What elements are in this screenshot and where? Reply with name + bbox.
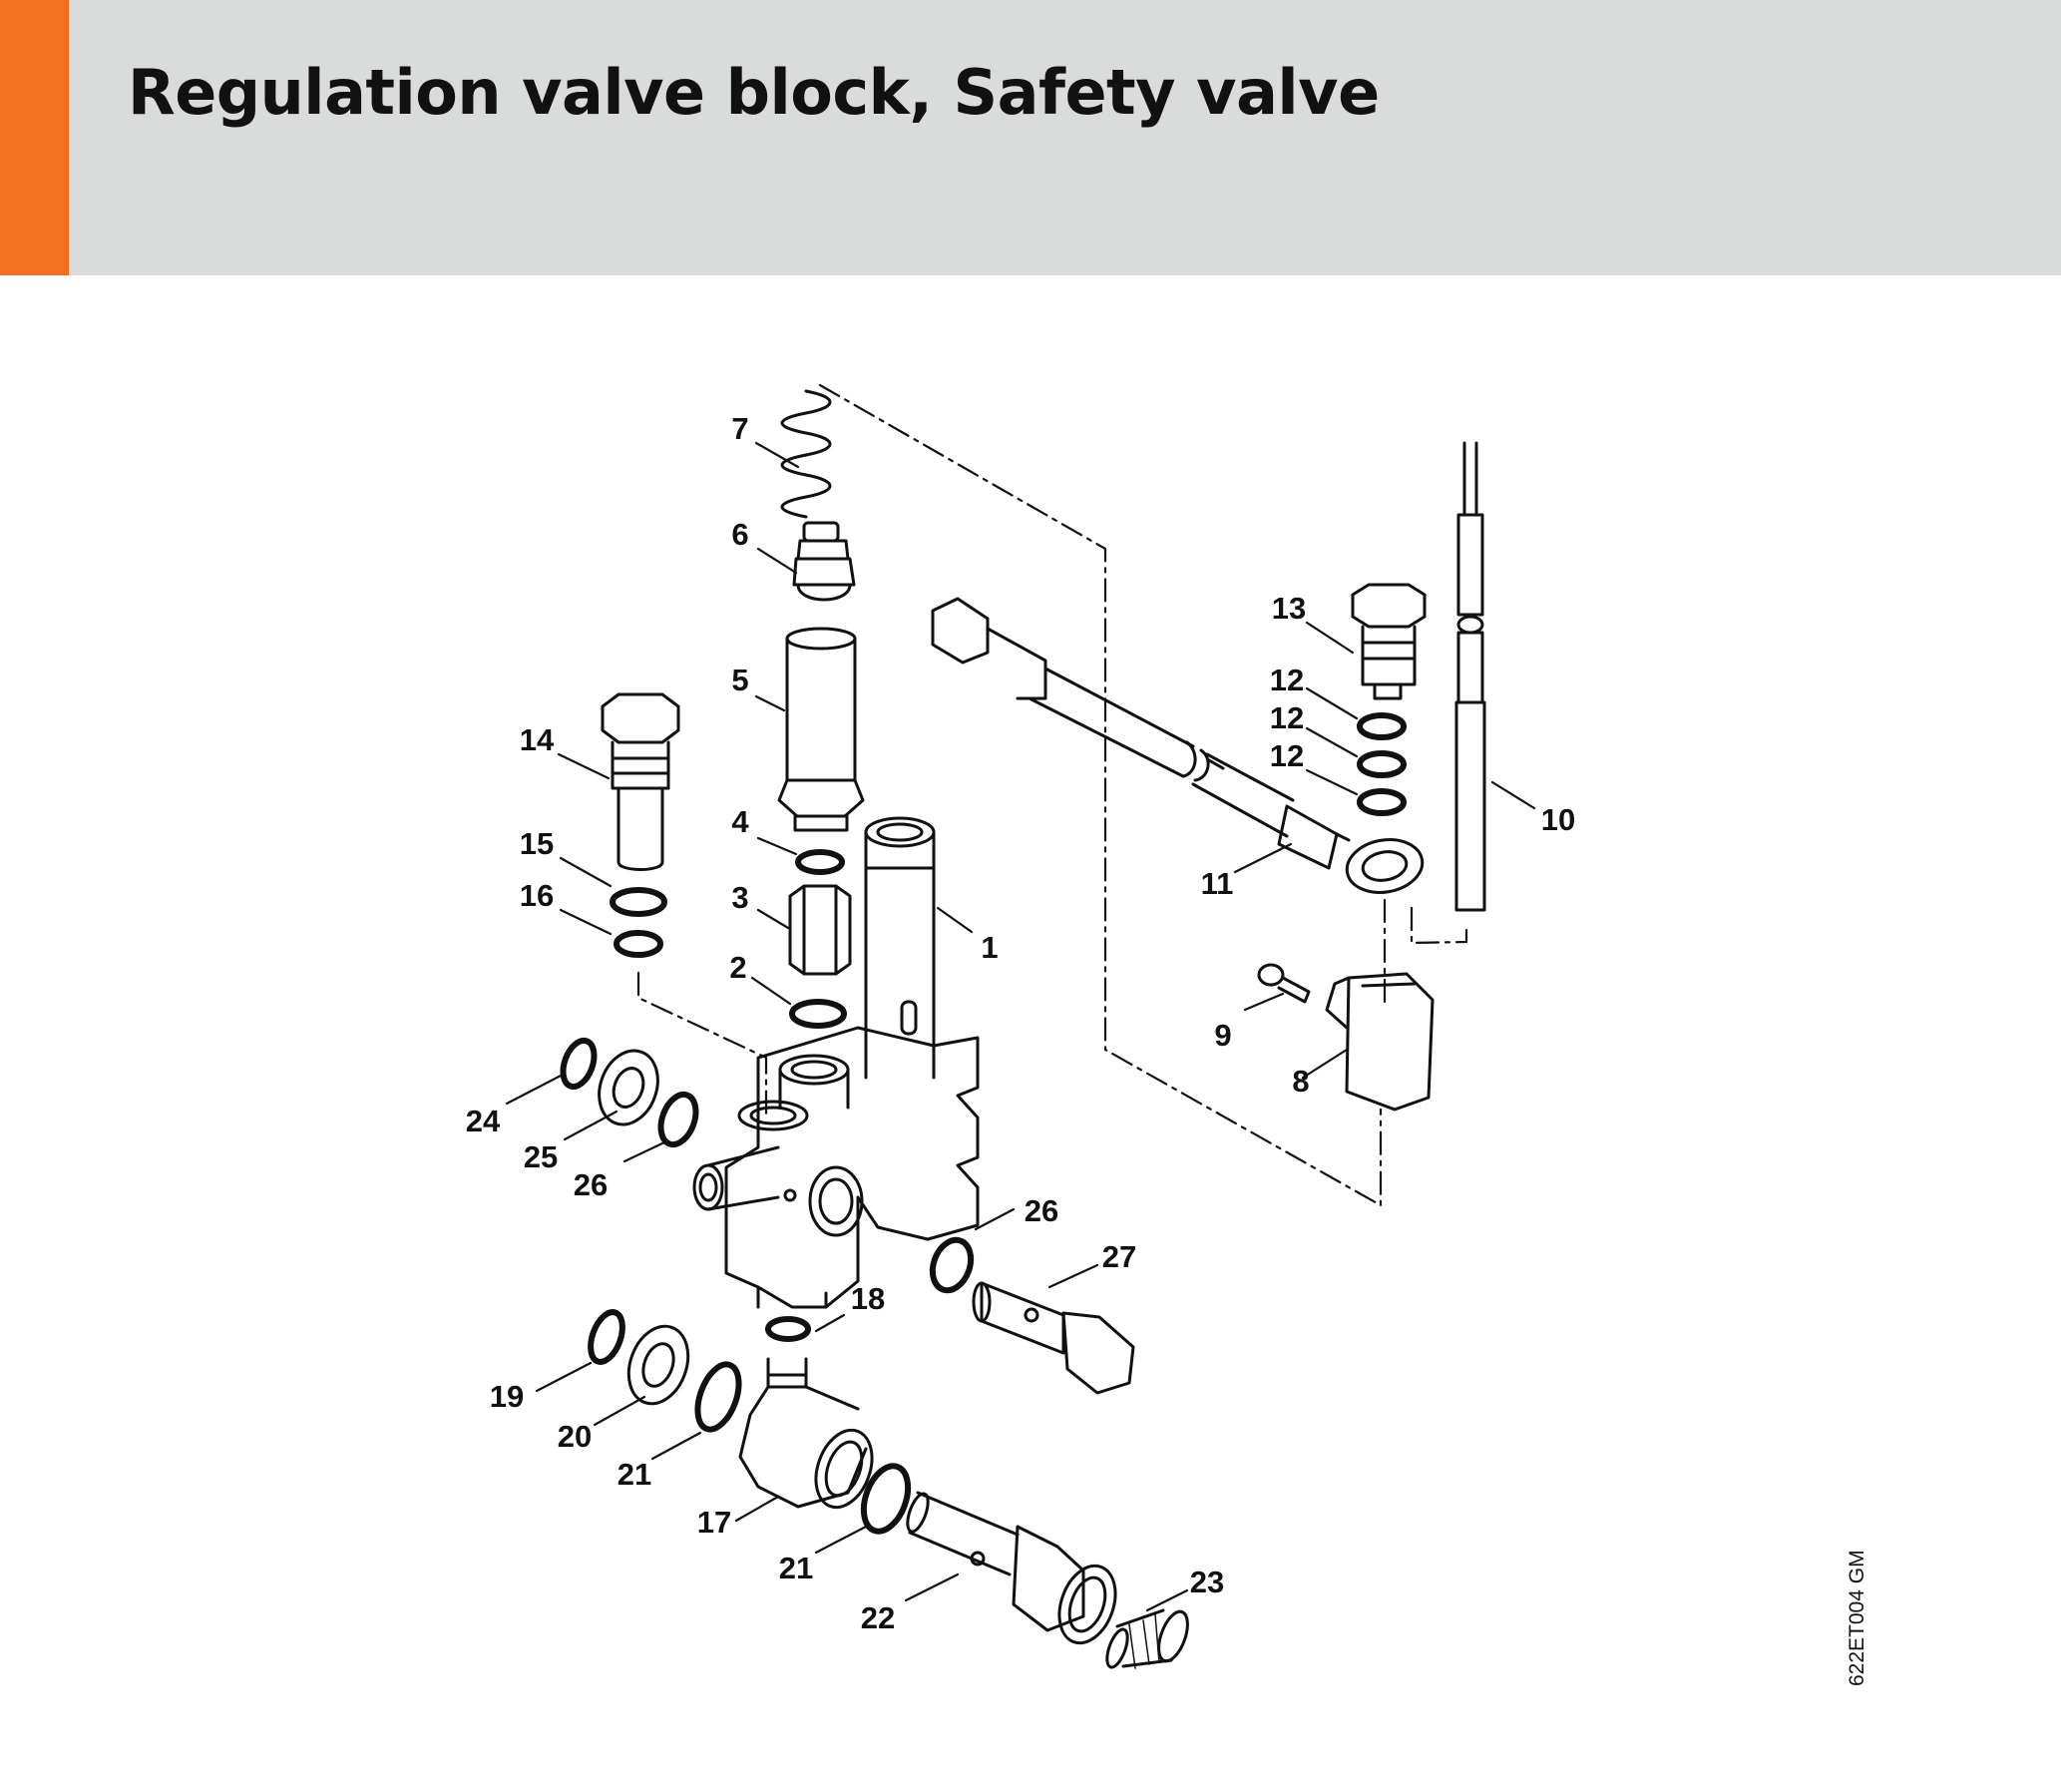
part-12-o-rings <box>1357 712 1407 816</box>
part-25-washer <box>598 1049 659 1126</box>
callout-2: 2 <box>729 950 746 985</box>
part-1-valve-block <box>692 816 980 1309</box>
part-13-plug <box>1351 583 1427 700</box>
part-14-plug <box>601 692 680 871</box>
part-27-banjo-bolt <box>972 1281 1135 1395</box>
assembly-centerlines <box>636 383 1468 1207</box>
callout-22: 22 <box>861 1600 895 1635</box>
part-20-washer <box>626 1324 690 1406</box>
part-2-o-ring <box>789 999 847 1029</box>
part-26-o-ring-right <box>929 1236 975 1294</box>
part-16-o-ring <box>614 930 663 958</box>
callout-23: 23 <box>1190 1565 1224 1599</box>
callout-25: 25 <box>524 1139 558 1174</box>
callout-20: 20 <box>558 1419 592 1454</box>
callout-12a: 12 <box>1270 663 1304 697</box>
callout-26b: 26 <box>1025 1193 1058 1228</box>
callout-9: 9 <box>1214 1018 1231 1053</box>
part-23-filter <box>1105 1608 1189 1669</box>
part-3-valve-seat <box>788 884 852 976</box>
callout-18: 18 <box>851 1281 885 1316</box>
callout-10: 10 <box>1541 802 1575 837</box>
part-7-spring <box>780 389 832 519</box>
callout-24: 24 <box>466 1104 501 1138</box>
callout-19: 19 <box>490 1379 524 1414</box>
leader-lines <box>505 441 1536 1612</box>
part-11-hose <box>931 597 1425 894</box>
part-9-screw <box>1257 963 1311 1004</box>
drawing-reference-code: 622ET004 GM <box>1846 1550 1868 1686</box>
part-8-guide <box>1325 972 1435 1112</box>
part-19-o-ring <box>588 1309 625 1365</box>
callout-1: 1 <box>981 930 998 965</box>
callout-17: 17 <box>697 1505 731 1540</box>
callout-13: 13 <box>1272 591 1306 626</box>
callout-12c: 12 <box>1270 738 1304 773</box>
part-21-o-ring-lower <box>860 1463 912 1535</box>
part-26-o-ring <box>657 1091 699 1148</box>
callout-21b: 21 <box>779 1551 813 1585</box>
part-15-o-ring <box>610 887 667 917</box>
part-6-valve-piston <box>792 521 856 602</box>
part-24-o-ring <box>560 1037 598 1091</box>
part-5-sleeve <box>777 627 865 832</box>
part-18-o-ring <box>765 1316 811 1342</box>
callout-4: 4 <box>731 804 749 839</box>
header-band <box>0 0 2061 275</box>
part-4-o-ring <box>795 849 845 875</box>
part-22-inlet-nipple <box>906 1491 1117 1645</box>
callout-14: 14 <box>520 722 555 757</box>
callout-7: 7 <box>731 411 748 446</box>
callout-12b: 12 <box>1270 700 1304 735</box>
callout-8: 8 <box>1292 1064 1309 1099</box>
callout-21a: 21 <box>618 1457 651 1492</box>
part-21-o-ring-upper <box>694 1361 742 1433</box>
callout-6: 6 <box>731 517 748 552</box>
page-title: Regulation valve block, Safety valve <box>128 56 1380 129</box>
callout-3: 3 <box>731 880 748 915</box>
orange-accent-bar <box>0 0 69 275</box>
part-17-elbow <box>738 1357 874 1510</box>
callout-5: 5 <box>731 663 748 697</box>
callout-11: 11 <box>1201 866 1234 901</box>
callout-16: 16 <box>520 878 554 913</box>
callout-15: 15 <box>520 826 554 861</box>
callout-27: 27 <box>1102 1239 1136 1274</box>
part-10-rod <box>1454 441 1486 912</box>
callout-26a: 26 <box>574 1167 608 1202</box>
